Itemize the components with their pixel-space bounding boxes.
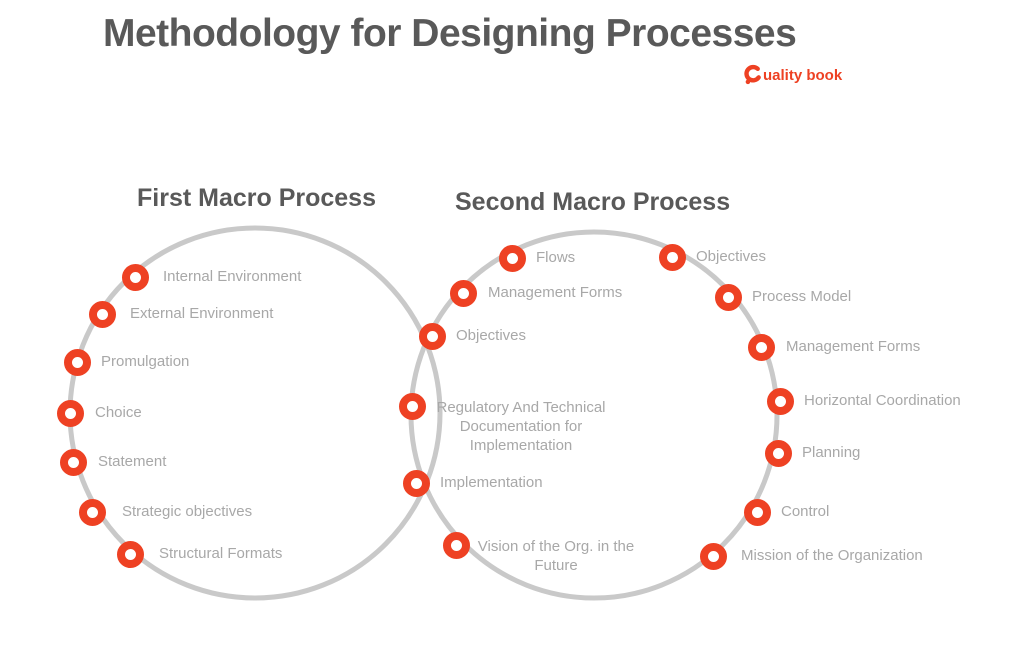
step-label: Objectives [696,248,767,265]
logo-text: uality book [763,66,843,84]
step-marker-icon [747,333,775,361]
quality-book-logo: uality book [743,62,842,88]
quality-book-q-icon [743,64,762,86]
step-marker-icon [398,392,426,420]
step-label: Horizontal Coordination [804,392,961,409]
step-marker-icon [63,348,91,376]
step-marker-icon [78,498,106,526]
step-marker-icon [56,399,84,427]
step-marker-icon [498,244,526,272]
step-label: Implementation [440,474,543,491]
step-marker-icon [402,469,430,497]
step-label: Planning [802,444,861,461]
step-marker-icon [766,387,794,415]
first-macro-process-heading: First Macro Process [137,184,376,212]
step-marker-icon [743,498,771,526]
step-label: Control [781,503,830,520]
step-marker-icon [764,439,792,467]
step-marker-icon [116,540,144,568]
step-label: Promulgation [101,353,190,370]
step-label: External Environment [130,305,274,322]
step-label: Management Forms [488,284,623,301]
step-label: Process Model [752,288,852,305]
step-label: Regulatory And Technical Documentation f… [436,399,606,454]
step-label: Choice [95,404,142,421]
step-marker-icon [418,322,446,350]
step-label: Internal Environment [163,268,302,285]
step-marker-icon [88,300,116,328]
step-marker-icon [658,243,686,271]
second-macro-process-heading: Second Macro Process [455,188,731,216]
step-label: Structural Formats [159,545,283,562]
step-label: Flows [536,249,576,266]
step-label: Statement [98,453,167,470]
page-title: Methodology for Designing Processes [103,12,797,55]
step-label: Vision of the Org. in the Future [477,538,635,574]
step-marker-icon [449,279,477,307]
step-label: Objectives [456,327,527,344]
step-marker-icon [121,263,149,291]
step-marker-icon [699,542,727,570]
step-marker-icon [59,448,87,476]
step-marker-icon [442,531,470,559]
step-label: Strategic objectives [122,503,253,520]
step-label: Mission of the Organization [741,547,923,564]
step-marker-icon [714,283,742,311]
step-label: Management Forms [786,338,921,355]
